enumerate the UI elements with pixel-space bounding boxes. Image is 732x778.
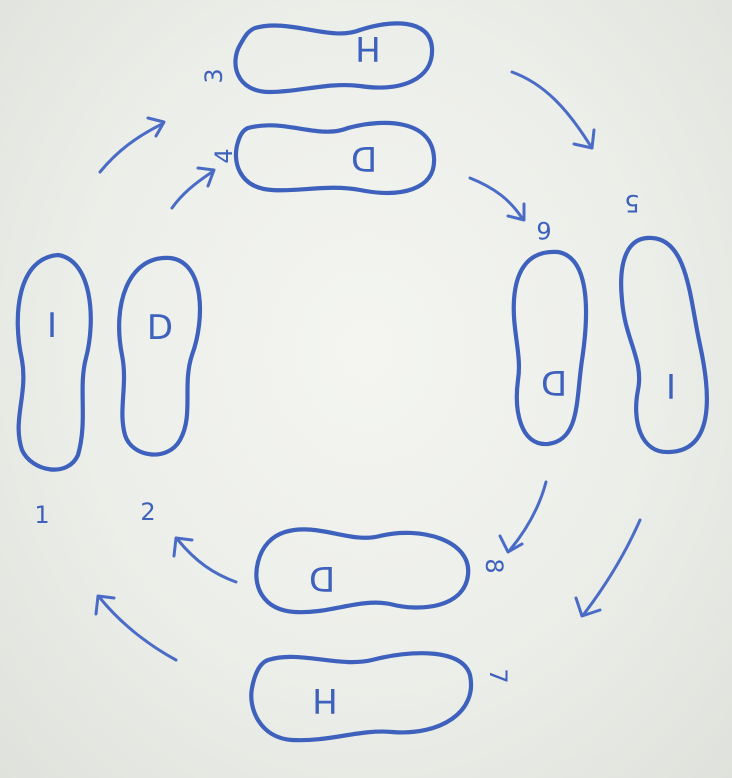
arrow-inner-top-to-right [470, 178, 524, 220]
footprint-step-3: H [235, 23, 432, 92]
arrow-inner-bottom-to-left [174, 538, 236, 582]
arrow-inner-right-to-bottom [500, 482, 546, 552]
arrow-inner-left-to-top [172, 168, 214, 208]
footprint-outline [256, 529, 468, 612]
footprint-letter: H [312, 680, 338, 720]
footprint-letter: D [351, 138, 377, 178]
step-number-8: 8 [480, 558, 508, 573]
arrow-outer-top-to-right [512, 72, 594, 148]
footprint-step-8: D [256, 529, 468, 612]
arrow-outer-left-to-top [100, 118, 164, 172]
step-number-1: 1 [34, 501, 49, 529]
footprint-step-4: D [236, 123, 434, 193]
footprint-step-2: D [119, 258, 200, 455]
arrow-outer-bottom-to-left [96, 596, 176, 660]
arrow-outer-right-to-bottom [576, 520, 640, 616]
step-number-5: 5 [624, 189, 639, 217]
step-number-7: 7 [484, 668, 512, 683]
footprint-outline [18, 255, 91, 470]
footprint-step-7: H [251, 653, 471, 740]
step-number-2: 2 [140, 498, 155, 526]
footprint-letter: D [541, 362, 567, 402]
footprint-letter: I [666, 365, 676, 405]
footprint-outline [514, 252, 586, 444]
footprint-step-5: I [621, 238, 707, 452]
footprint-outline [235, 23, 432, 92]
step-number-3: 3 [200, 68, 228, 83]
footprint-outline [251, 653, 471, 740]
footprint-letter: D [147, 308, 173, 348]
footprint-step-6: D [514, 252, 586, 444]
footprint-outline [236, 123, 434, 193]
footprint-outline [119, 258, 200, 455]
footprint-letter: D [309, 558, 335, 598]
step-number-4: 4 [210, 148, 238, 163]
step-number-6: 6 [536, 216, 551, 244]
footprint-outline [621, 238, 707, 452]
footprint-letter: I [47, 306, 57, 346]
footprint-letter: H [355, 28, 381, 68]
footprint-step-1: I [18, 255, 91, 470]
